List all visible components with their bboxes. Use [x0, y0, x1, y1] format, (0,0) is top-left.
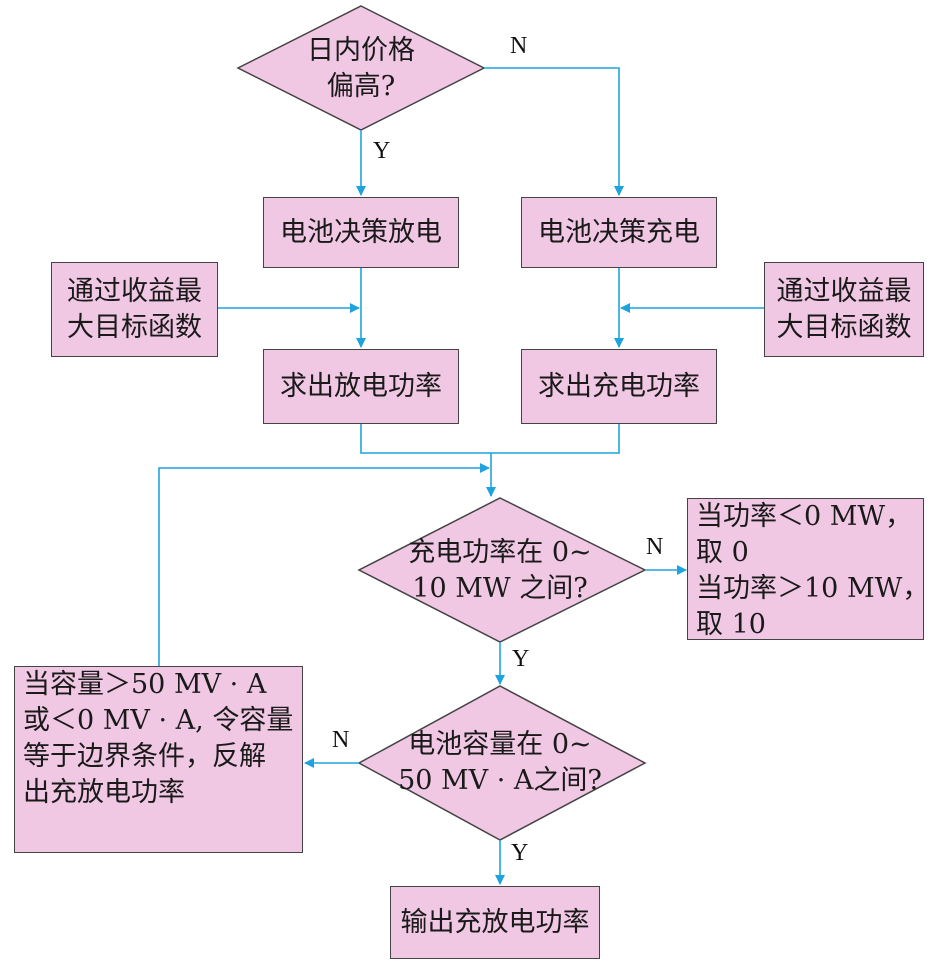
decision-capacity-range: 电池容量在 0~ 50 MV · A之间? [392, 726, 608, 800]
capacity-clamp-line4: 出充放电功率 [23, 777, 185, 808]
revenue-left-line1: 通过收益最 [67, 275, 202, 307]
revenue-objective-left: 通过收益最 大目标函数 [51, 262, 218, 357]
solve-discharge-box: 求出放电功率 [263, 349, 459, 424]
power-clamp-line2: 取 0 [696, 537, 749, 568]
decision-price-line1: 日内价格 [307, 35, 415, 66]
capacity-clamp-line1: 当容量＞50 MV · A [23, 669, 267, 700]
power-clamp-line1: 当功率＜0 MW， [696, 501, 913, 532]
output-box: 输出充放电功率 [390, 886, 600, 959]
capacity-clamp-line2: 或＜0 MV · A, 令容量 [23, 705, 294, 736]
power-clamp-line3: 当功率＞10 MW， [696, 573, 930, 604]
revenue-left-line2: 大目标函数 [67, 311, 202, 343]
solve-charge-box: 求出充电功率 [521, 349, 717, 424]
power-clamp-line4: 取 10 [696, 609, 766, 640]
power-clamp-box: 当功率＜0 MW， 取 0 当功率＞10 MW， 取 10 [687, 498, 929, 640]
revenue-right-line2: 大目标函数 [776, 311, 912, 343]
label-power-no: N [646, 534, 664, 560]
edge-price-no [484, 67, 624, 196]
decision-power-range: 充电功率在 0~ 10 MW 之间? [392, 534, 608, 608]
decision-price: 日内价格 偏高? [270, 32, 452, 106]
label-capacity-no: N [332, 727, 350, 753]
edge-solve-discharge-merge [360, 424, 620, 454]
revenue-objective-right: 通过收益最 大目标函数 [764, 262, 924, 357]
label-price-no: N [510, 33, 528, 59]
battery-charge-box: 电池决策充电 [521, 197, 717, 268]
decision-price-line2: 偏高? [326, 71, 396, 102]
capacity-clamp-line3: 等于边界条件，反解 [23, 741, 266, 772]
decision-capacity-line1: 电池容量在 0~ [408, 729, 592, 760]
capacity-clamp-box: 当容量＞50 MV · A 或＜0 MV · A, 令容量 等于边界条件，反解 … [14, 666, 303, 853]
battery-discharge-box: 电池决策放电 [263, 197, 459, 268]
decision-power-line1: 充电功率在 0~ [408, 537, 592, 568]
decision-power-line2: 10 MW 之间? [412, 573, 588, 604]
decision-capacity-line2: 50 MV · A之间? [398, 765, 602, 796]
edge-loopback [158, 463, 490, 666]
label-price-yes: Y [373, 138, 391, 164]
label-power-yes: Y [512, 646, 530, 672]
revenue-right-line1: 通过收益最 [776, 275, 912, 307]
label-capacity-yes: Y [511, 840, 529, 866]
